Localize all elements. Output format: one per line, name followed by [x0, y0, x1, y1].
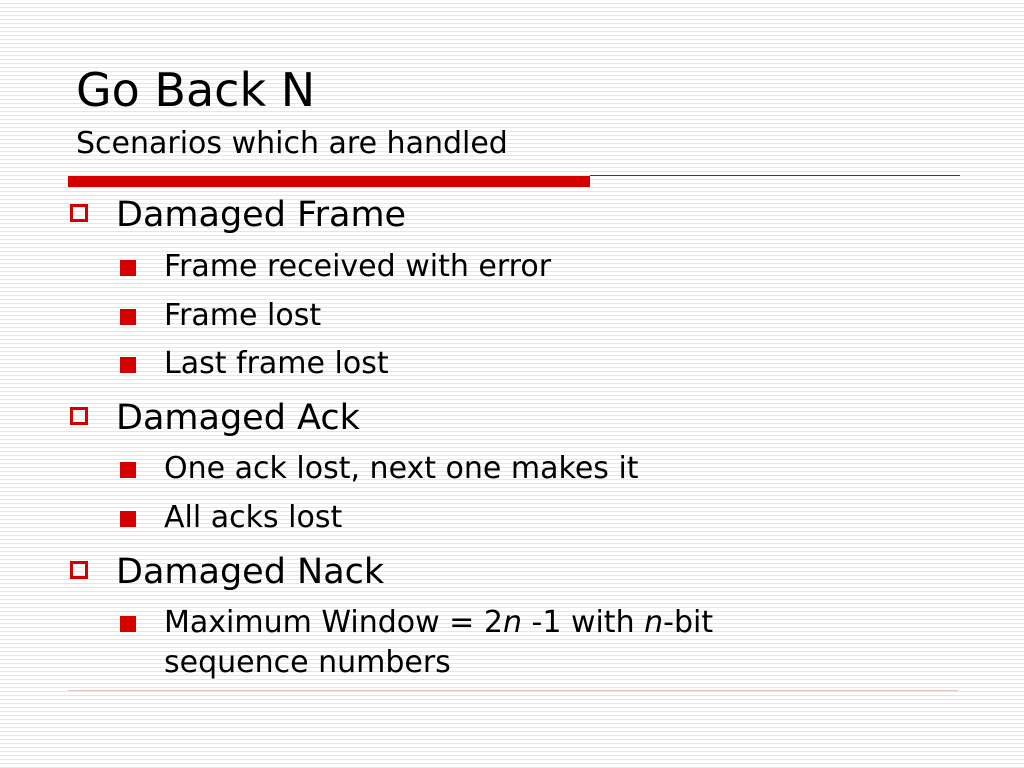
hollow-square-bullet-icon — [70, 204, 88, 222]
sub-bullet-label: Last frame lost — [164, 346, 389, 381]
slide-subtitle: Scenarios which are handled — [76, 126, 508, 161]
formula-variable-n: n — [502, 605, 522, 640]
sub-bullet-label: Frame received with error — [164, 249, 552, 284]
sub-bullet-label: Maximum Window = 2n -1 with n-bit — [164, 604, 713, 642]
footer-divider — [68, 690, 958, 691]
formula-prefix: Maximum Window = 2 — [164, 605, 503, 640]
sub-bullet-label: Frame lost — [164, 298, 322, 333]
formula-middle: -1 with — [521, 605, 645, 640]
filled-square-bullet-icon — [120, 462, 136, 478]
formula-suffix: -bit — [663, 605, 714, 640]
sub-bullet-label: One ack lost, next one makes it — [164, 451, 639, 486]
sub-bullet-label-line2: sequence numbers — [164, 645, 451, 680]
bullet-label: Damaged Ack — [116, 398, 360, 438]
hollow-square-bullet-icon — [70, 561, 88, 579]
title-underline-thick — [68, 176, 590, 187]
slide-title: Go Back N — [76, 63, 316, 117]
title-underline-thin — [590, 175, 960, 176]
filled-square-bullet-icon — [120, 511, 136, 527]
filled-square-bullet-icon — [120, 616, 136, 632]
filled-square-bullet-icon — [120, 260, 136, 276]
filled-square-bullet-icon — [120, 309, 136, 325]
bullet-label: Damaged Frame — [116, 195, 407, 235]
filled-square-bullet-icon — [120, 357, 136, 373]
sub-bullet-label: All acks lost — [164, 500, 343, 535]
bullet-label: Damaged Nack — [116, 552, 385, 592]
formula-variable-n: n — [644, 605, 664, 640]
hollow-square-bullet-icon — [70, 407, 88, 425]
